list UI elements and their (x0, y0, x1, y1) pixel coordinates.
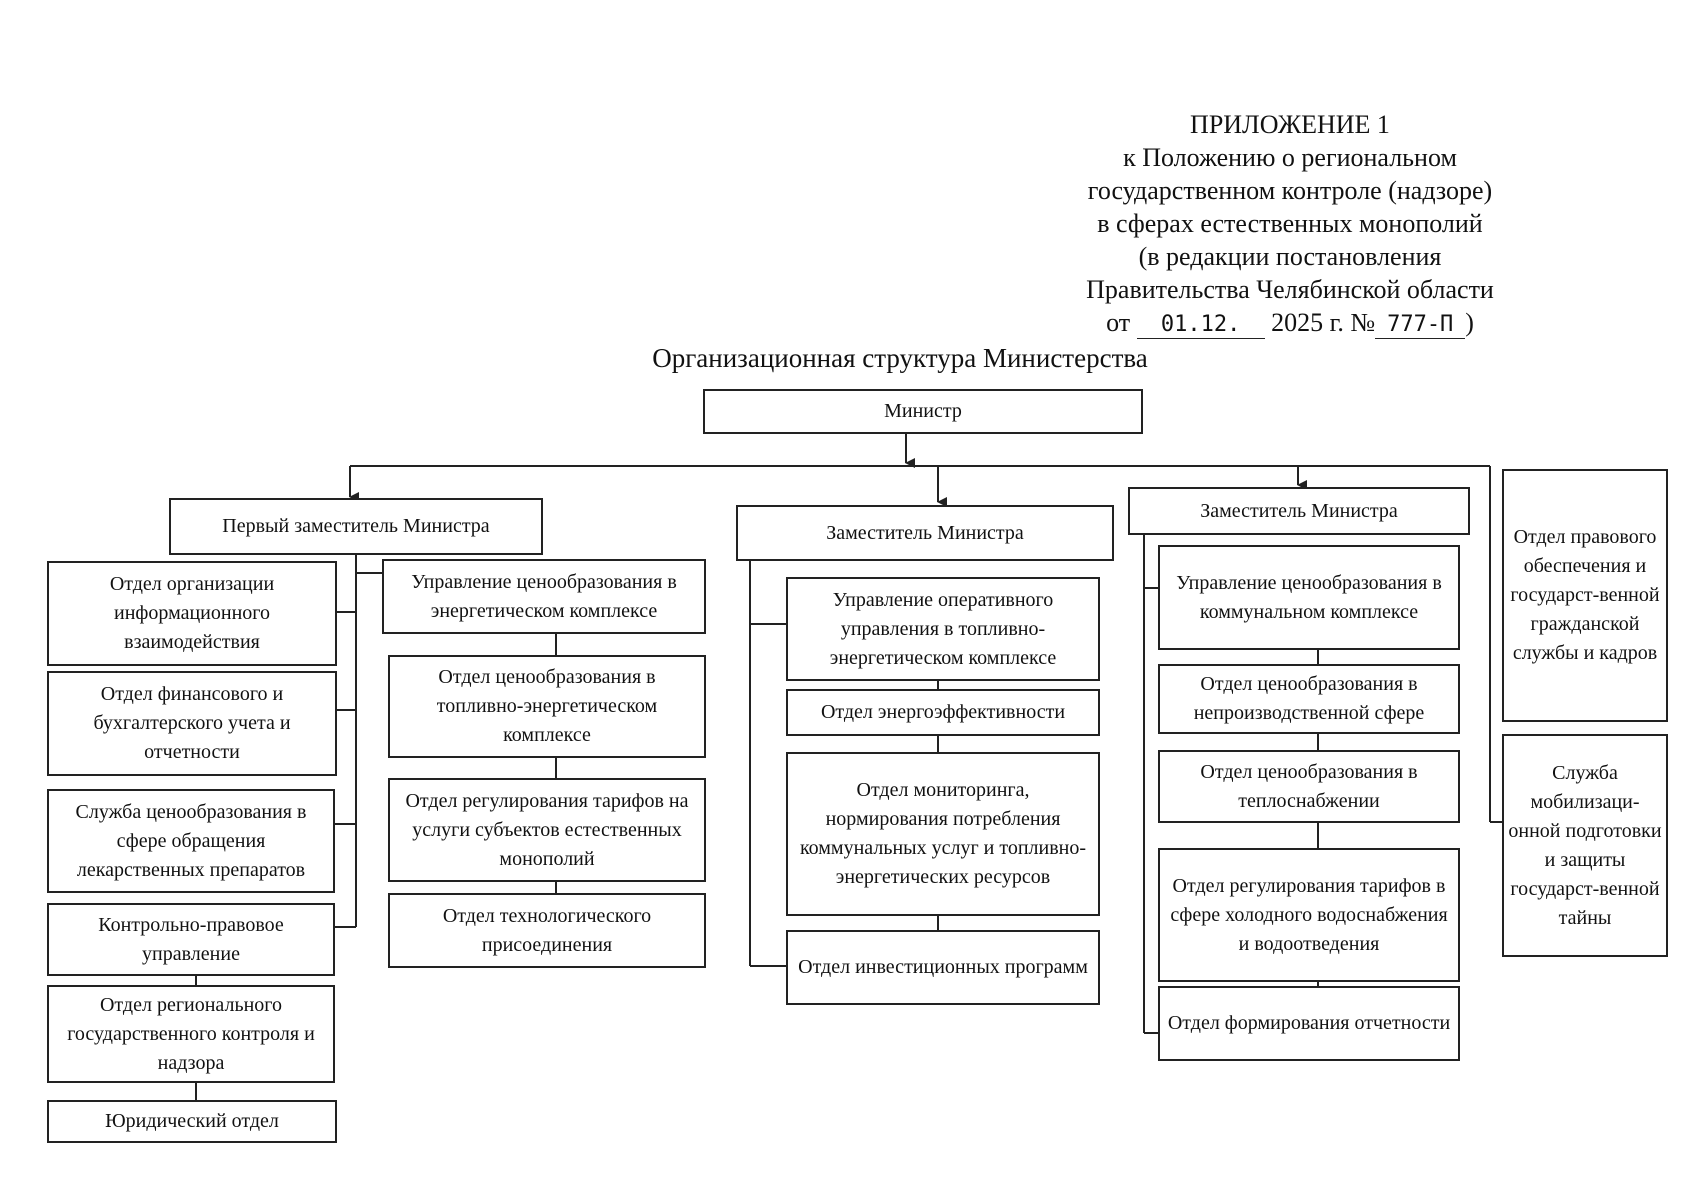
date-prefix: от (1106, 308, 1131, 337)
box-fuel-energy-pricing-dept: Отдел ценообразования в топливно-энергет… (388, 655, 706, 758)
header-line: Правительства Челябинской области (1086, 275, 1494, 304)
box-monopoly-tariffs-dept: Отдел регулирования тарифов на услуги су… (388, 778, 706, 882)
box-finance-accounting-dept: Отдел финансового и бухгалтерского учета… (47, 671, 337, 776)
box-first-deputy: Первый заместитель Министра (169, 498, 543, 555)
box-mobilization-secrecy-service: Служба мобилизаци-онной подготовки и защ… (1502, 734, 1668, 957)
box-operational-management-directorate: Управление оперативного управления в топ… (786, 577, 1100, 681)
box-tech-connection-dept: Отдел технологического присоединения (388, 893, 706, 968)
header-line: ПРИЛОЖЕНИЕ 1 (1190, 110, 1390, 139)
box-communal-pricing-directorate: Управление ценообразования в коммунально… (1158, 545, 1460, 650)
box-energy-pricing-directorate: Управление ценообразования в энергетичес… (382, 559, 706, 634)
box-legal-dept: Юридический отдел (47, 1100, 337, 1143)
date-suffix: 2025 г. № (1271, 308, 1376, 337)
appendix-header: ПРИЛОЖЕНИЕ 1 к Положению о региональном … (1030, 108, 1550, 339)
box-energy-efficiency-dept: Отдел энергоэффективности (786, 689, 1100, 736)
box-deputy-center: Заместитель Министра (736, 505, 1114, 561)
box-legal-personnel-dept: Отдел правового обеспечения и государст-… (1502, 469, 1668, 722)
box-regional-control-dept: Отдел регионального государственного кон… (47, 985, 335, 1083)
number-handwritten: 777-П (1375, 312, 1466, 339)
header-line: государственном контроле (надзоре) (1087, 176, 1493, 205)
box-water-tariffs-dept: Отдел регулирования тарифов в сфере холо… (1158, 848, 1460, 982)
header-line: к Положению о региональном (1123, 143, 1457, 172)
date-handwritten: 01.12. (1136, 312, 1265, 339)
box-investment-programs-dept: Отдел инвестиционных программ (786, 930, 1100, 1005)
box-deputy-right: Заместитель Министра (1128, 487, 1470, 535)
header-line: в сферах естественных монополий (1097, 209, 1483, 238)
chart-title: Организационная структура Министерства (652, 343, 1148, 373)
box-info-interaction-dept: Отдел организации информационного взаимо… (47, 561, 337, 666)
header-line: (в редакции постановления (1138, 242, 1442, 271)
box-nonproduction-pricing-dept: Отдел ценообразования в непроизводственн… (1158, 664, 1460, 734)
box-minister: Министр (703, 389, 1143, 434)
box-heat-supply-pricing-dept: Отдел ценообразования в теплоснабжении (1158, 750, 1460, 823)
date-closing: ) (1465, 308, 1474, 337)
box-control-legal-directorate: Контрольно-правовое управление (47, 903, 335, 976)
box-reporting-dept: Отдел формирования отчетности (1158, 986, 1460, 1061)
box-pharma-pricing-service: Служба ценообразования в сфере обращения… (47, 789, 335, 893)
box-monitoring-norming-dept: Отдел мониторинга, нормирования потребле… (786, 752, 1100, 916)
